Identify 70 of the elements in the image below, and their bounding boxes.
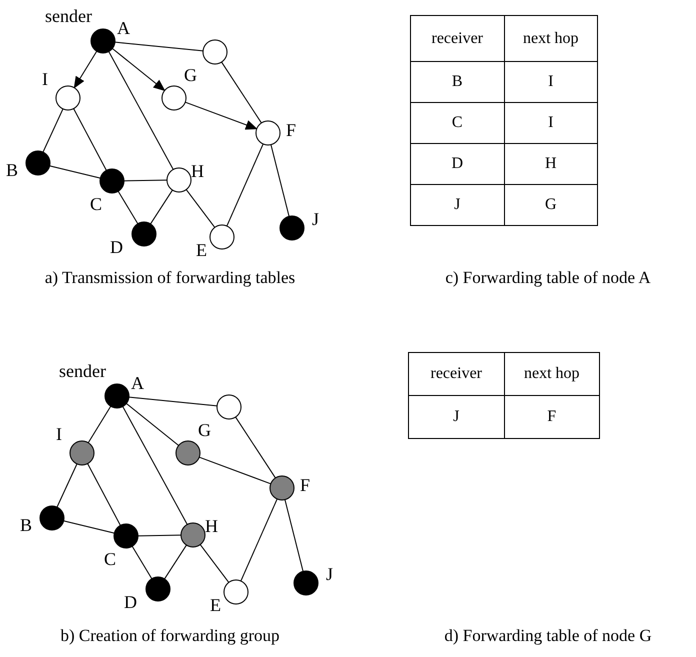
node-label: F: [300, 476, 310, 494]
column-header: receiver: [410, 16, 504, 62]
node-label: C: [90, 195, 102, 213]
node-label: A: [131, 374, 144, 392]
connector-line: [108, 51, 174, 170]
connector-line: [128, 396, 218, 406]
arrow: [184, 102, 258, 130]
node-label: G: [198, 421, 211, 439]
connector-line: [114, 42, 204, 52]
node-label: J: [312, 210, 320, 228]
connector-line: [284, 499, 304, 572]
column-header: next hop: [504, 16, 598, 62]
table-cell: J: [408, 396, 504, 438]
connector-line: [221, 62, 262, 124]
node-label: I: [56, 425, 62, 443]
connector-line: [226, 143, 264, 227]
table-cell: G: [504, 184, 598, 226]
node-label: E: [196, 241, 207, 259]
node-label: D: [110, 238, 123, 256]
caption: d) Forwarding table of node G: [444, 626, 652, 646]
table-cell: J: [410, 184, 504, 226]
table-cell: I: [504, 102, 598, 144]
connector-line: [200, 544, 230, 583]
column-header: receiver: [408, 352, 504, 396]
node-label: H: [205, 517, 218, 535]
node-label: D: [124, 593, 137, 611]
caption: a) Transmission of forwarding tables: [44, 268, 296, 288]
connector-line: [42, 108, 64, 153]
connector-line: [150, 190, 173, 224]
caption: c) Forwarding table of node A: [445, 268, 651, 288]
connector-line: [138, 534, 182, 536]
arrow: [112, 48, 166, 92]
table-cell: F: [504, 396, 600, 438]
connector-line: [270, 144, 290, 217]
node-label: F: [286, 121, 296, 139]
node-label: C: [104, 550, 116, 568]
column-header: next hop: [504, 352, 600, 396]
table-cell: C: [410, 102, 504, 144]
node-label: sender: [59, 362, 106, 380]
table-cell: D: [410, 144, 504, 184]
node-label: B: [20, 516, 32, 534]
table-cell: I: [504, 62, 598, 102]
node-label: B: [6, 161, 18, 179]
connector-line: [240, 498, 278, 582]
node-label: A: [117, 19, 130, 37]
node-label: J: [326, 565, 334, 583]
connector-line: [126, 403, 180, 446]
connector-line: [63, 520, 115, 534]
connector-line: [73, 108, 107, 171]
connector-line: [88, 406, 112, 444]
arrow: [74, 50, 98, 89]
connector-line: [132, 546, 152, 580]
node-label: I: [42, 70, 48, 88]
caption: b) Creation of forwarding group: [60, 626, 280, 646]
connector-line: [186, 189, 216, 228]
connector-line: [235, 416, 276, 478]
connector-line: [87, 463, 121, 526]
connector-line: [164, 544, 187, 580]
connector-line: [118, 190, 138, 224]
connector-line: [124, 180, 168, 182]
node-label: E: [210, 596, 221, 614]
connector-line: [122, 406, 188, 525]
connector-line: [56, 463, 78, 508]
node-label: H: [191, 162, 204, 180]
table-cell: H: [504, 144, 598, 184]
node-label: sender: [45, 7, 92, 25]
node-label: G: [184, 66, 197, 84]
connector-line: [198, 456, 272, 484]
table-cell: B: [410, 62, 504, 102]
connector-line: [49, 165, 101, 179]
